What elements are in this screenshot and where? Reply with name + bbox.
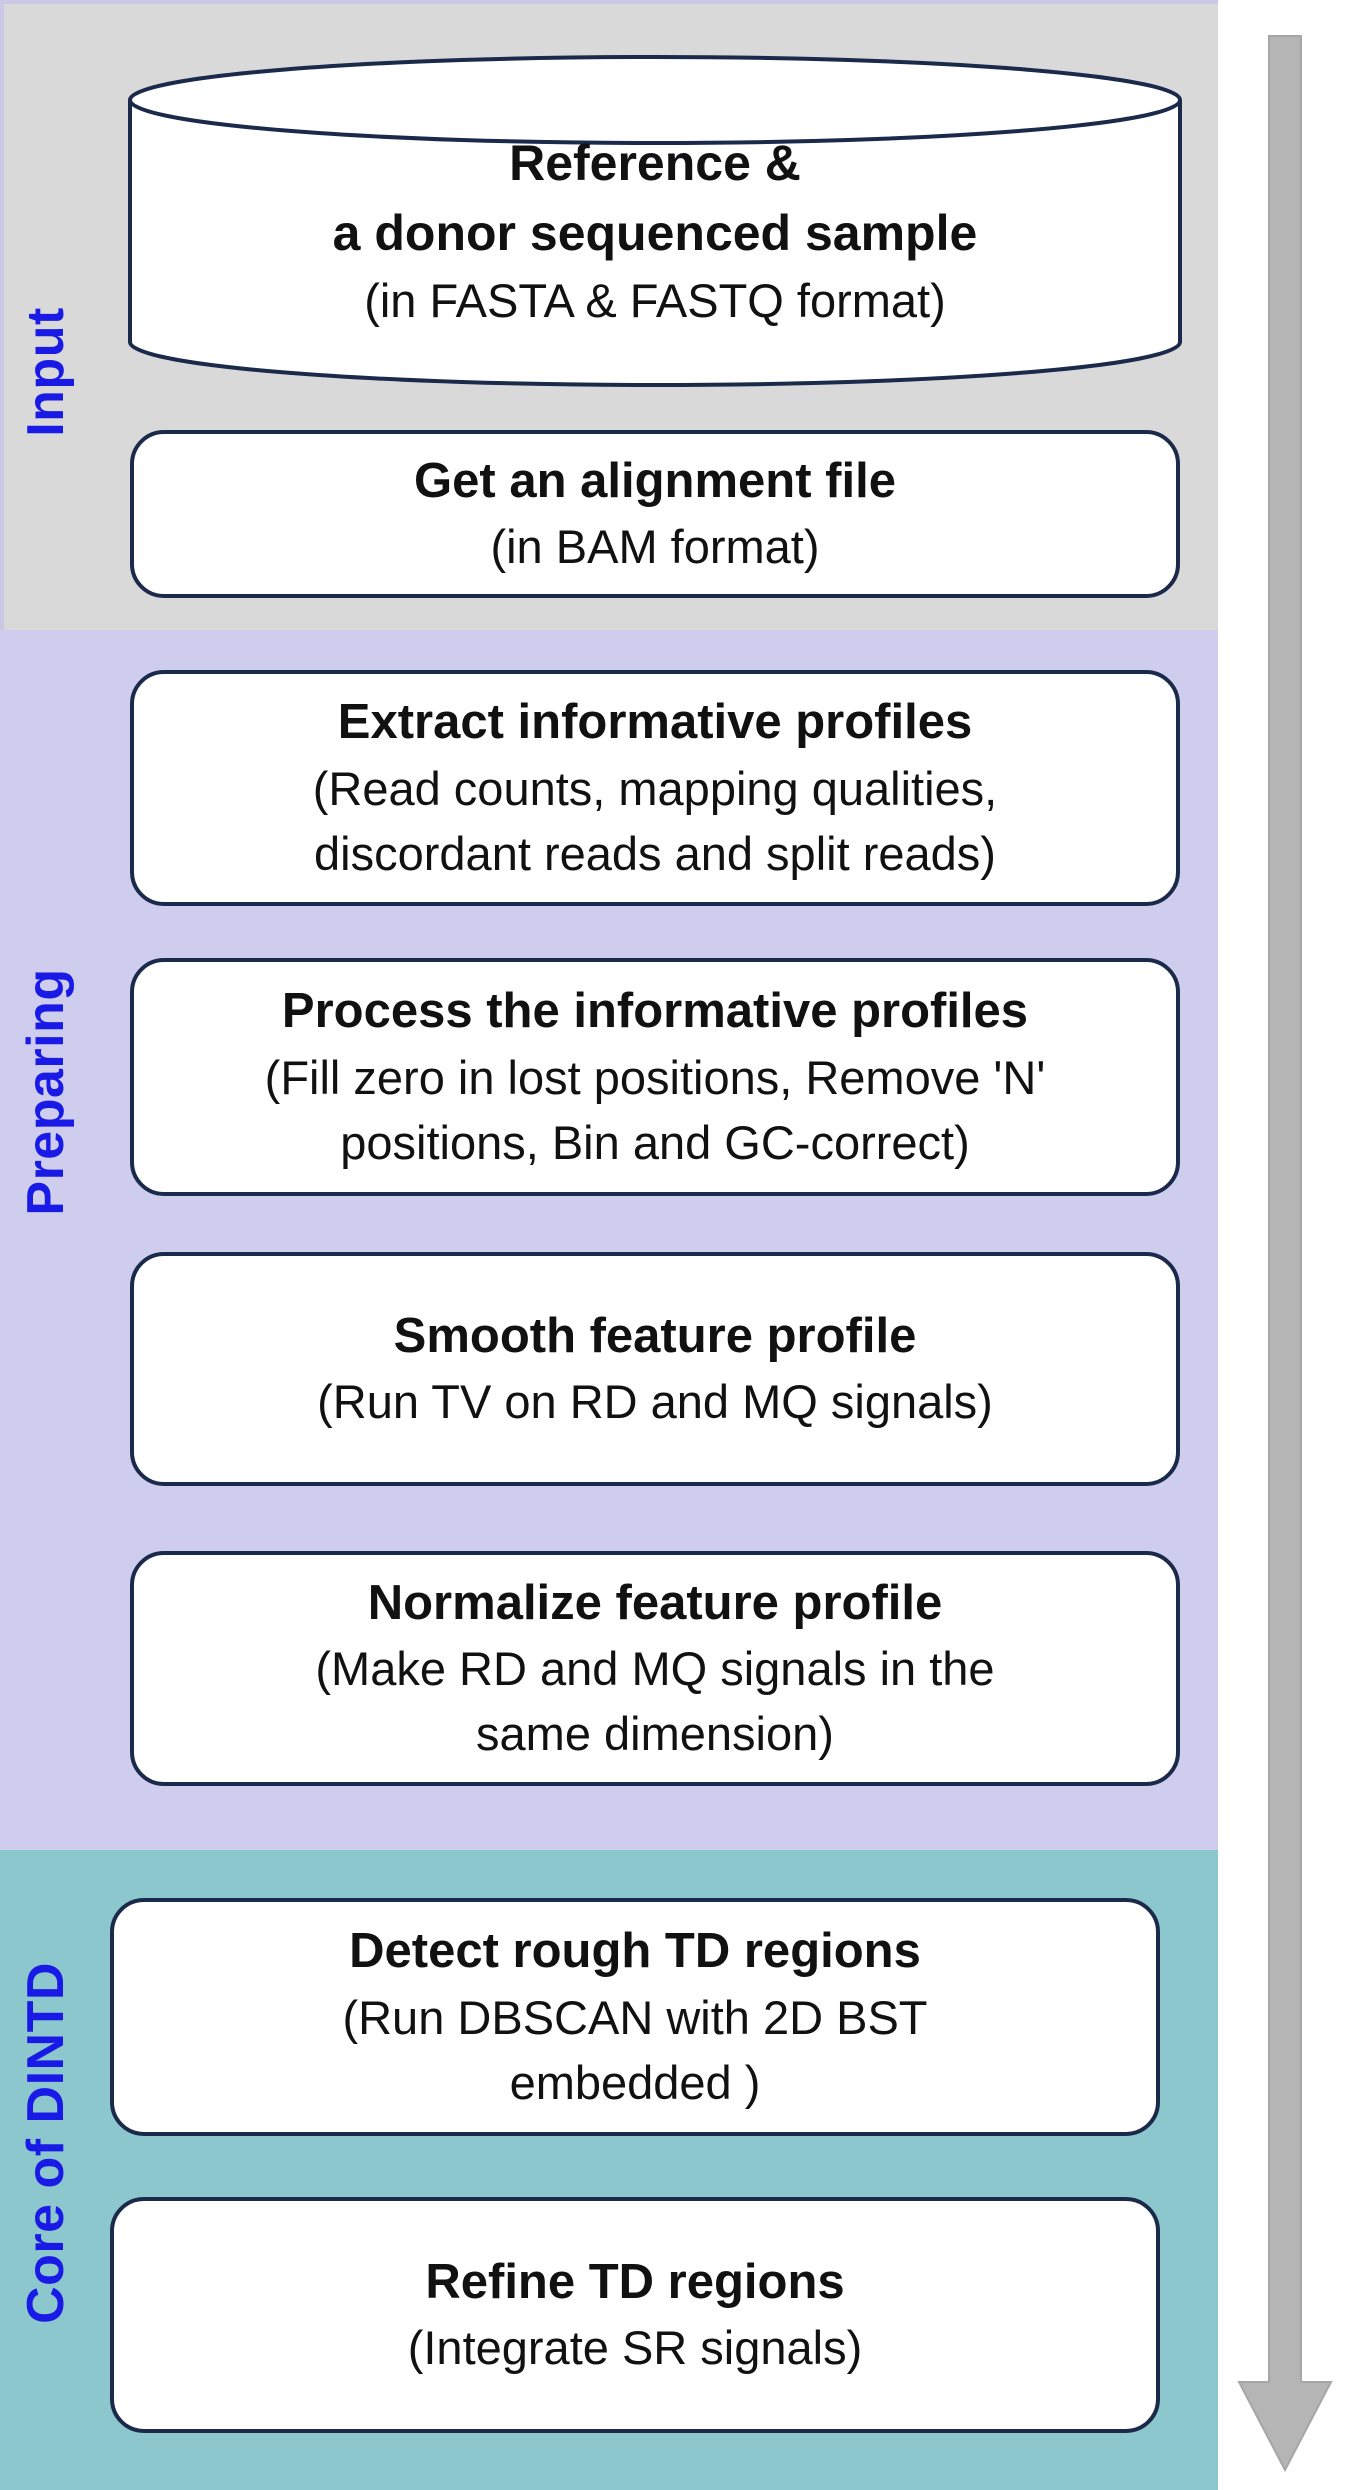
step-title: Smooth feature profile: [393, 1308, 917, 1363]
step-reference-cylinder: Reference & a donor sequenced sample (in…: [130, 128, 1180, 334]
cylinder-shape: [128, 100, 1182, 387]
step-box-alignment: Get an alignment file (in BAM format): [130, 430, 1180, 598]
step-desc: (Fill zero in lost positions, Remove 'N'…: [264, 1050, 1046, 1169]
step-desc: (in FASTA & FASTQ format): [364, 274, 946, 327]
step-box-refine-td: Refine TD regions (Integrate SR signals): [110, 2197, 1160, 2433]
down-arrow-icon: [1237, 35, 1333, 2473]
step-title: Reference & a donor sequenced sample: [332, 135, 978, 261]
step-title: Refine TD regions: [425, 2254, 845, 2309]
step-box-extract-profiles: Extract informative profiles (Read count…: [130, 670, 1180, 906]
step-title: Normalize feature profile: [367, 1575, 943, 1630]
step-box-smooth-profile: Smooth feature profile (Run TV on RD and…: [130, 1252, 1180, 1486]
step-desc: (Run TV on RD and MQ signals): [317, 1375, 993, 1429]
step-desc: (Make RD and MQ signals in the same dime…: [315, 1642, 995, 1761]
step-desc: (in BAM format): [490, 520, 820, 574]
cylinder-top: [128, 55, 1182, 145]
step-title: Get an alignment file: [414, 453, 896, 508]
step-box-normalize-profile: Normalize feature profile (Make RD and M…: [130, 1551, 1180, 1786]
step-title: Extract informative profiles: [337, 695, 973, 750]
step-desc: (Integrate SR signals): [407, 2321, 863, 2375]
step-box-detect-td: Detect rough TD regions (Run DBSCAN with…: [110, 1898, 1160, 2136]
step-desc: (Run DBSCAN with 2D BST embedded ): [342, 1990, 928, 2109]
step-title: Detect rough TD regions: [349, 1924, 921, 1979]
step-title: Process the informative profiles: [281, 984, 1029, 1039]
step-box-process-profiles: Process the informative profiles (Fill z…: [130, 958, 1180, 1196]
step-desc: (Read counts, mapping qualities, discord…: [312, 761, 998, 880]
